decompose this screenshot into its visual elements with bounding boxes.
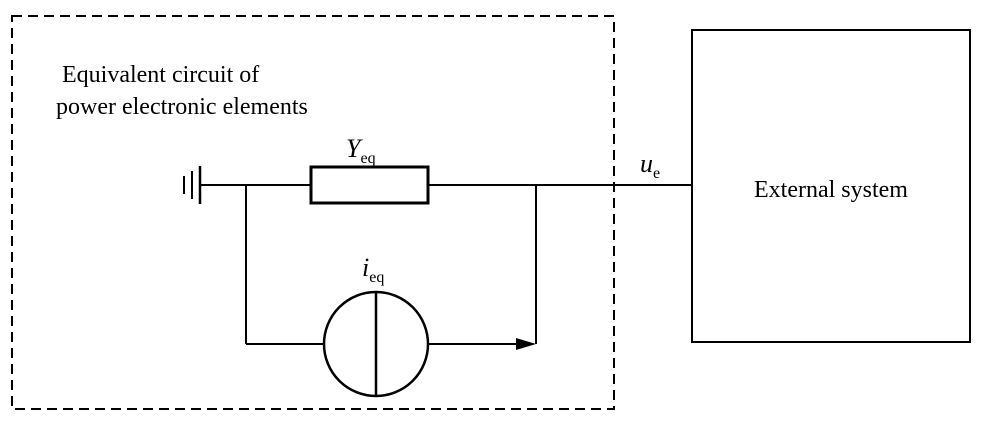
current-source-symbol: i [362, 253, 369, 282]
arrowhead-icon [516, 338, 536, 350]
external-system-box [691, 29, 971, 343]
equivalent-circuit-boundary [11, 15, 615, 410]
ground-symbol-icon [183, 166, 202, 204]
box-label-line1: Equivalent circuit of [62, 62, 259, 88]
admittance-label: Yeq [346, 134, 376, 167]
admittance-element [309, 165, 430, 205]
terminal-voltage-symbol: u [640, 149, 653, 178]
current-source-label: ieq [362, 253, 384, 286]
terminal-voltage-label: ue [640, 149, 660, 182]
current-source-subscript: eq [369, 269, 384, 286]
current-source-icon [322, 290, 430, 398]
admittance-subscript: eq [360, 150, 375, 167]
external-system-label: External system [754, 177, 908, 203]
admittance-symbol: Y [346, 134, 363, 163]
box-label-line2: power electronic elements [56, 94, 308, 120]
terminal-voltage-subscript: e [653, 165, 660, 182]
